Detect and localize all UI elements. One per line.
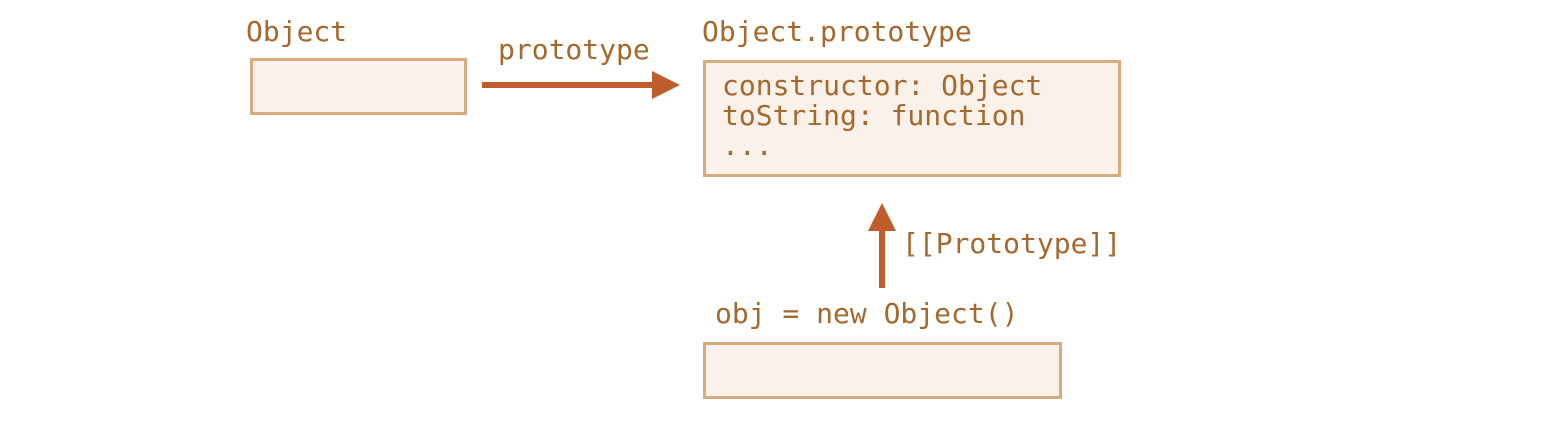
object-prototype-label: Object.prototype — [702, 15, 972, 48]
obj-instance-box — [703, 342, 1062, 399]
arrow-right-icon — [652, 71, 680, 99]
prototype-property-label: prototype — [498, 33, 650, 66]
internal-prototype-ref-label: [[Prototype]] — [902, 227, 1122, 260]
proto-ref-arrow-shaft — [879, 226, 885, 288]
obj-assignment-label: obj = new Object() — [715, 297, 1019, 330]
object-constructor-label: Object — [246, 15, 348, 48]
object-prototype-box: constructor: Object toString: function .… — [703, 60, 1121, 177]
prototype-member-constructor: constructor: Object — [722, 69, 1043, 102]
prototype-member-tostring: toString: function — [722, 99, 1026, 132]
prototype-member-ellipsis: ... — [722, 129, 773, 162]
prototype-arrow-shaft — [482, 82, 654, 88]
object-constructor-box — [250, 58, 467, 115]
